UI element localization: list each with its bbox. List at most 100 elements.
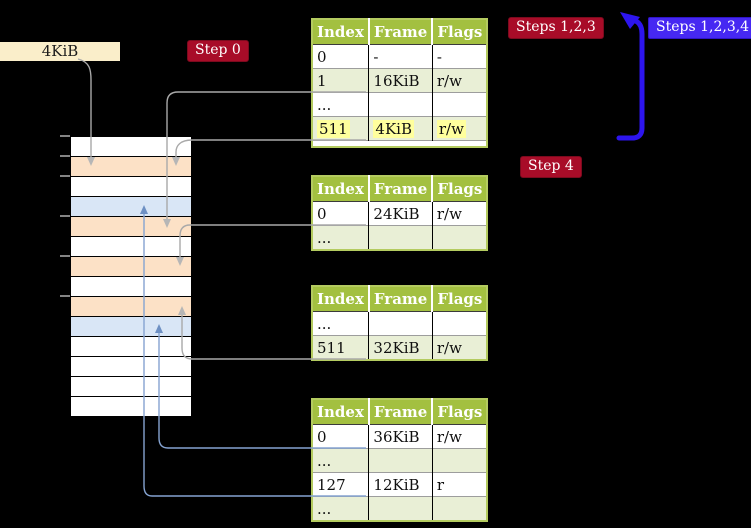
- column-header-index: Index: [312, 176, 370, 202]
- cell-frame: -: [368, 44, 433, 69]
- column-header-index: Index: [312, 286, 370, 312]
- cell-flags: -: [436, 47, 442, 66]
- table-row: 0 36KiB r/w: [312, 424, 488, 449]
- address-tick: [60, 135, 70, 137]
- cell-flags: [432, 497, 487, 522]
- page-table-3: Index Frame Flags ... 511 32KiB r/w: [311, 285, 489, 361]
- highlight: 511: [317, 119, 350, 138]
- highlight: 4KiB: [373, 119, 414, 138]
- cell-index: 0: [312, 424, 370, 449]
- cell-index: 127: [312, 472, 370, 497]
- table-row: ...: [312, 225, 488, 251]
- memory-row-empty: [71, 137, 191, 156]
- cell-index: 511: [312, 335, 370, 360]
- badge-step0: Step 0: [187, 40, 249, 62]
- cell-index: 0: [312, 44, 370, 69]
- cell-frame: 16KiB: [368, 68, 433, 93]
- table-row: 0 - -: [312, 44, 488, 69]
- table-row: ...: [312, 448, 488, 473]
- column-header-index: Index: [312, 19, 370, 45]
- page-table-root: Index Frame Flags 0 - - 1 16KiB r/w ... …: [311, 18, 489, 148]
- cell-flags: r: [436, 475, 445, 494]
- cell-frame: 36KiB: [368, 424, 433, 449]
- table-row: 1 16KiB r/w: [312, 68, 488, 93]
- cell-flags: [432, 312, 487, 336]
- cell-index: ...: [312, 92, 370, 117]
- loop-arrow-head: [620, 12, 640, 29]
- cell-frame: [368, 311, 433, 336]
- memory-row-empty: [71, 276, 191, 296]
- table-header-row: Index Frame Flags: [312, 19, 488, 45]
- memory-row-data: [71, 196, 191, 216]
- cell-index: 511: [312, 116, 370, 141]
- memory-row-empty: [71, 356, 191, 376]
- memory-row-empty: [71, 376, 191, 396]
- address-tick: [60, 215, 70, 217]
- badge-steps123: Steps 1,2,3: [508, 17, 604, 39]
- table-header-row: Index Frame Flags: [312, 399, 488, 425]
- address-tick: [60, 175, 70, 177]
- memory-row-pagetable: [71, 256, 191, 276]
- column-header-index: Index: [312, 399, 370, 425]
- page-table-4: Index Frame Flags 0 36KiB r/w ... 127 12…: [311, 398, 489, 522]
- memory-row-pagetable: [71, 156, 191, 176]
- column-header-frame: Frame: [368, 399, 434, 425]
- page-size-label: 4KiB: [0, 42, 120, 61]
- address-tick: [60, 295, 70, 297]
- memory-row-empty: [71, 236, 191, 256]
- column-header-flags: Flags: [432, 176, 488, 202]
- cell-frame: [368, 448, 433, 473]
- column-header-frame: Frame: [368, 286, 434, 312]
- memory-row-empty: [71, 396, 191, 416]
- memory-row-pagetable: [71, 296, 191, 316]
- badge-step4: Step 4: [520, 156, 582, 178]
- cell-index: ...: [312, 311, 370, 336]
- cell-frame: 4KiB: [368, 116, 433, 141]
- cell-frame: 24KiB: [368, 201, 433, 226]
- cell-flags: r/w: [436, 204, 462, 223]
- cell-flags: [432, 93, 487, 117]
- memory-column: [70, 136, 192, 417]
- cell-flags: r/w: [436, 338, 462, 357]
- column-header-flags: Flags: [432, 286, 488, 312]
- cell-flags: r/w: [432, 117, 487, 141]
- cell-frame: 12KiB: [368, 472, 433, 497]
- clipped-row: [312, 140, 488, 147]
- table-row-highlighted: 511 4KiB r/w: [312, 116, 488, 141]
- memory-row-pagetable: [71, 216, 191, 236]
- badge-steps1234: Steps 1,2,3,4: [648, 17, 751, 39]
- column-header-flags: Flags: [432, 399, 488, 425]
- memory-row-empty: [71, 336, 191, 356]
- cell-index: ...: [312, 496, 370, 521]
- cell-flags: [432, 449, 487, 473]
- memory-row-data: [71, 316, 191, 336]
- page-table-2: Index Frame Flags 0 24KiB r/w ...: [311, 175, 489, 251]
- cell-index: 0: [312, 201, 370, 226]
- table-row: ...: [312, 496, 488, 522]
- table-row: ...: [312, 311, 488, 336]
- cell-frame: 32KiB: [368, 335, 433, 360]
- cell-flags: r/w: [436, 427, 462, 446]
- address-tick: [60, 155, 70, 157]
- table-row: ...: [312, 92, 488, 117]
- table-row: 127 12KiB r: [312, 472, 488, 497]
- cell-index: ...: [312, 225, 370, 250]
- memory-row-empty: [71, 176, 191, 196]
- column-header-frame: Frame: [368, 19, 434, 45]
- cell-flags: r/w: [436, 71, 462, 90]
- table-row: 511 32KiB r/w: [312, 335, 488, 360]
- highlight: r/w: [436, 119, 466, 138]
- address-tick: [60, 255, 70, 257]
- loop-arrow-line: [616, 17, 645, 141]
- cell-frame: [368, 225, 433, 250]
- table-header-row: Index Frame Flags: [312, 286, 488, 312]
- cell-frame: [368, 92, 433, 117]
- cell-index: ...: [312, 448, 370, 473]
- table-row: 0 24KiB r/w: [312, 201, 488, 226]
- cell-flags: [432, 226, 487, 251]
- column-header-frame: Frame: [368, 176, 434, 202]
- table-header-row: Index Frame Flags: [312, 176, 488, 202]
- cell-frame: [368, 496, 433, 521]
- cell-index: 1: [312, 68, 370, 93]
